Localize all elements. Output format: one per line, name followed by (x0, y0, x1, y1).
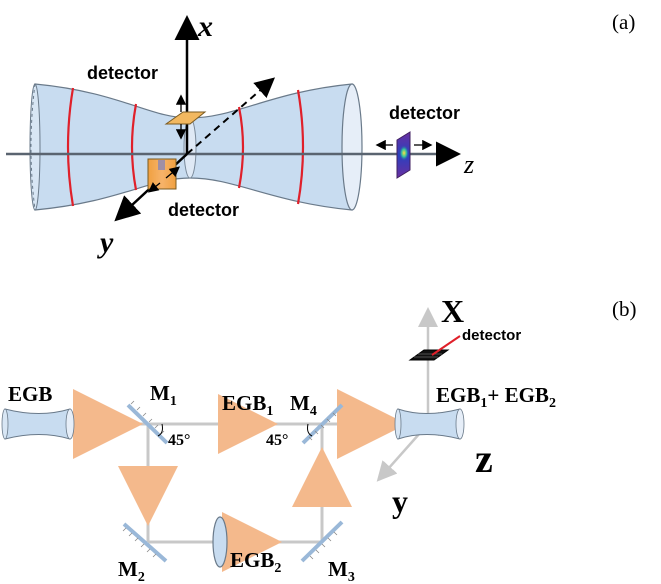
output-lens-right-cap (455, 408, 465, 440)
egb2-lens (212, 516, 228, 568)
b-x-axis-label: X (441, 293, 464, 329)
wavefront-4 (296, 89, 305, 205)
m1-label: M1 (150, 381, 177, 409)
output-beam-lens (397, 408, 461, 440)
angle-label-m4: 45° (266, 432, 288, 449)
right-detector-spot (399, 145, 409, 161)
b-y-axis-label: y (392, 483, 408, 519)
m4-label: M4 (290, 391, 317, 419)
right-detector-label: detector (389, 103, 460, 123)
input-beam-lens (4, 408, 71, 440)
egb2-label: EGB2 (230, 548, 281, 576)
panel-b-tag: (b) (612, 297, 637, 321)
bottom-detector-spot (158, 160, 165, 170)
b-detector-label: detector (462, 327, 521, 344)
bottom-detector-arrow-out (165, 166, 180, 179)
b-detector-red-ray (431, 335, 461, 356)
bottom-detector-arrow-in (147, 182, 161, 193)
input-lens-left-cap (1, 408, 9, 440)
x-axis-label: x (197, 10, 213, 43)
panel-a: (a) x y z detector detector detector (6, 10, 635, 259)
y-axis-label: y (97, 226, 114, 259)
mirror-m3 (300, 520, 344, 563)
top-detector-label: detector (87, 63, 158, 83)
output-lens-left-cap (394, 408, 402, 440)
egb1-label: EGB1 (222, 391, 273, 419)
bottom-detector-label: detector (168, 200, 239, 220)
beam-left-end (29, 83, 41, 211)
beam-right-end (341, 83, 363, 211)
wavefront-3 (237, 106, 245, 189)
m3-label: M3 (328, 557, 355, 584)
panel-b: (b) X detector z y EGB M1 M4 M2 M3 EGB1 … (1, 293, 637, 584)
top-detector-plate (164, 111, 207, 125)
z-axis-label: z (463, 150, 474, 179)
angle-label-m1: 45° (168, 432, 190, 449)
m2-label: M2 (118, 557, 145, 584)
mirror-m2 (122, 522, 168, 563)
b-detector-plate (408, 349, 450, 361)
b-z-axis-label: z (475, 436, 493, 481)
b-detector-grid (414, 353, 442, 358)
wavefront-2 (130, 103, 138, 191)
wavefront-1 (66, 87, 75, 207)
angle-arc-m4 (307, 423, 313, 437)
angle-arc-m1 (157, 423, 163, 437)
combined-beams-label: EGB1+ EGB2 (436, 383, 556, 411)
beam-left-dashed (30, 83, 36, 211)
input-egb-label: EGB (8, 382, 52, 406)
input-lens-right-cap (65, 408, 75, 440)
panel-a-tag: (a) (612, 10, 635, 34)
mirror-m4 (301, 403, 344, 445)
dashed-diagonal (186, 77, 276, 155)
